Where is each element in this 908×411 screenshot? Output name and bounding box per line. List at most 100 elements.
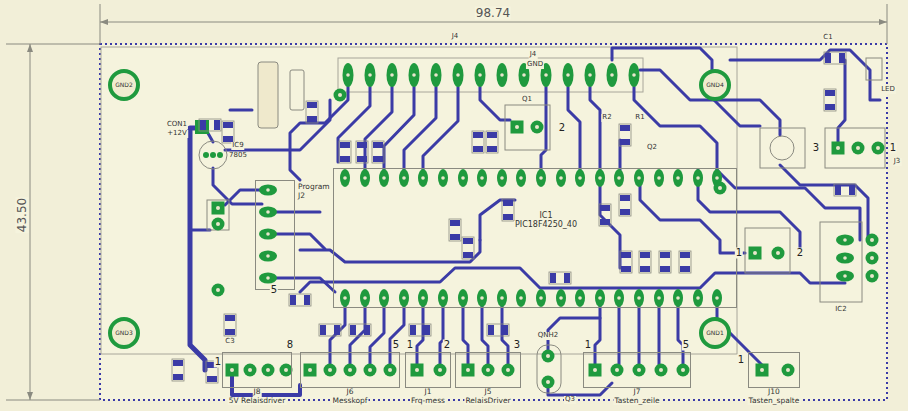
copper-traces [384, 87, 414, 170]
silkscreen-label: QNH2 [537, 332, 559, 340]
component-outlines [770, 136, 794, 160]
pin-number: 1 [214, 357, 222, 368]
copper-pads [259, 273, 277, 284]
copper-pads [226, 364, 239, 377]
copper-pads [259, 207, 277, 218]
smd-parts [349, 324, 371, 336]
copper-pads [693, 169, 703, 187]
silkscreen-label: IC9 [231, 142, 244, 150]
copper-pads [304, 364, 317, 377]
copper-pads [654, 289, 664, 307]
copper-pads [836, 235, 854, 246]
part-label: J5 [484, 388, 493, 397]
smd-parts [549, 272, 571, 284]
copper-pads [280, 364, 293, 377]
copper-pads [556, 289, 566, 307]
smd-parts [289, 294, 311, 306]
smd-parts [199, 119, 221, 131]
smd-parts [620, 251, 632, 273]
component-outlines [745, 228, 790, 273]
copper-pads [344, 364, 357, 377]
dimension-lines [100, 22, 887, 23]
copper-pads [418, 169, 428, 187]
silkscreen-label: +12V [166, 130, 188, 138]
copper-traces [300, 268, 845, 292]
part-label: J7 [633, 388, 642, 397]
copper-pads [379, 169, 389, 187]
copper-pads [411, 364, 424, 377]
copper-traces [640, 178, 745, 253]
smd-parts [834, 184, 856, 196]
copper-pads [866, 234, 879, 247]
copper-pads [673, 169, 683, 187]
copper-pads [531, 121, 544, 134]
silkscreen-label: Q3 [564, 396, 576, 404]
copper-pads [756, 364, 769, 377]
copper-pads [595, 169, 605, 187]
copper-pads [438, 289, 448, 307]
copper-pads [614, 289, 624, 307]
copper-traces [423, 87, 458, 170]
part-label: PIC18F4250_40 [514, 221, 578, 230]
copper-traces [638, 306, 641, 370]
smd-parts [487, 324, 509, 336]
copper-pads [542, 376, 555, 389]
smd-parts [222, 121, 234, 143]
smd-parts [679, 251, 691, 273]
copper-pads [516, 289, 526, 307]
smd-parts [409, 324, 431, 336]
board [100, 44, 887, 400]
copper-traces [230, 109, 252, 112]
silkscreen-label: 7805 [228, 152, 248, 160]
copper-traces [480, 200, 515, 240]
component-outlines [258, 62, 278, 128]
copper-traces [350, 306, 365, 370]
copper-traces [548, 382, 612, 395]
copper-pads [502, 364, 515, 377]
smd-parts [449, 219, 461, 241]
board [338, 58, 643, 92]
copper-traces [590, 87, 600, 170]
component-outlines [207, 200, 229, 230]
silkscreen-label: Q1 [521, 96, 533, 104]
silkscreen-label: J3 [893, 158, 902, 166]
connector-outline: J6Messkopf [300, 352, 400, 388]
copper-traces [330, 306, 345, 370]
copper-traces [838, 60, 845, 148]
copper-traces [502, 306, 508, 370]
copper-traces [290, 87, 348, 180]
smd-parts [659, 251, 671, 273]
copper-pads [542, 350, 555, 363]
component-outlines [820, 222, 862, 302]
copper-pads [772, 247, 785, 260]
component-outlines [825, 128, 885, 168]
dimension-lines [27, 19, 887, 400]
component-outlines [199, 58, 885, 393]
copper-pads [536, 169, 546, 187]
connector-outline: J5RelaisDriver [455, 352, 521, 388]
component-outlines [760, 128, 805, 168]
copper-pads [634, 289, 644, 307]
copper-pads [431, 63, 442, 87]
dimension-lines [6, 4, 887, 400]
mounting-hole: GND1 [699, 317, 731, 349]
header-outline: ProgramJ2 [255, 180, 295, 290]
text-group: ProgramJ2 [297, 183, 331, 200]
copper-traces [300, 240, 480, 262]
smd-parts [372, 141, 384, 163]
copper-pads [434, 364, 447, 377]
part-label: J1 [424, 388, 433, 397]
copper-pads [836, 271, 854, 282]
copper-traces [600, 178, 620, 268]
dimension-text: 98.74 [475, 7, 511, 20]
copper-pads [607, 63, 618, 87]
text-group: GND3 [114, 330, 134, 337]
copper-pads [585, 63, 596, 87]
copper-pads [212, 202, 225, 215]
copper-pads [712, 289, 722, 307]
pin-number: 3 [812, 143, 820, 154]
smd-parts [824, 52, 846, 64]
copper-pads [673, 289, 683, 307]
part-label: Tasten_spalte [748, 397, 801, 406]
